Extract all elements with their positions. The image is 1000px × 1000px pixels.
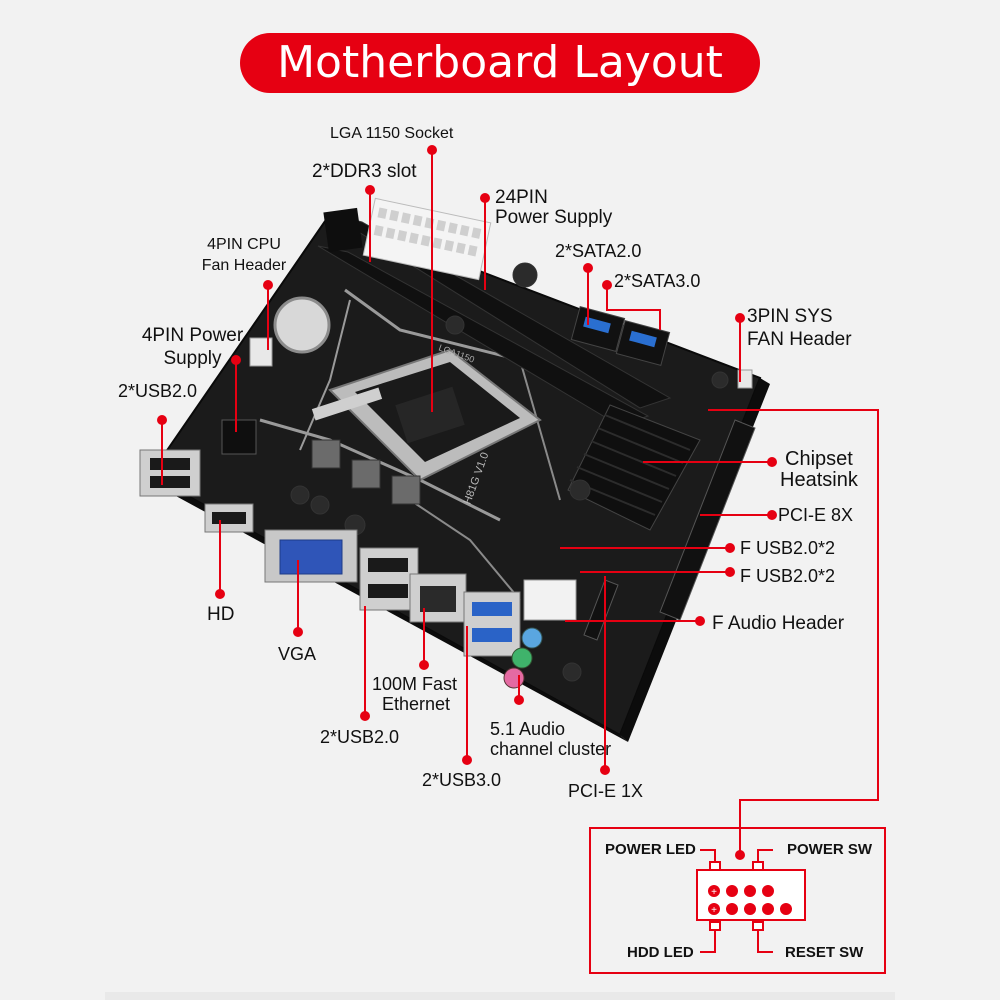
cmos-battery <box>273 296 331 354</box>
label-ethernet-line2: Ethernet <box>382 694 451 714</box>
plus-symbol-top: + <box>711 887 717 898</box>
label-front-usb-2: F USB2.0*2 <box>740 566 836 586</box>
label-hd: HD <box>207 604 235 625</box>
label-4pin-power-line2: Supply <box>163 348 222 369</box>
label-ddr3-slot: 2*DDR3 slot <box>312 161 417 182</box>
cpu-fan-header <box>249 337 273 367</box>
power-4pin-connector <box>221 419 257 455</box>
rear-io <box>139 449 577 689</box>
label-pcie-8x: PCI-E 8X <box>778 505 854 525</box>
label-24pin-line2: Power Supply <box>495 207 613 228</box>
label-audio-line1: 5.1 Audio <box>490 719 566 739</box>
plus-symbol-bottom: + <box>711 905 717 916</box>
sata-ports <box>570 306 671 366</box>
label-cpu-fan-line1: 4PIN CPU <box>207 236 281 253</box>
label-front-usb-1: F USB2.0*2 <box>740 538 836 558</box>
label-usb30: 2*USB3.0 <box>422 770 502 790</box>
label-24pin-line1: 24PIN <box>495 187 548 208</box>
label-sys-fan-line2: FAN Header <box>747 329 852 350</box>
label-reset-sw: RESET SW <box>785 944 864 961</box>
label-4pin-power-line1: 4PIN Power <box>141 325 244 346</box>
board-components <box>290 262 729 682</box>
cpu-socket: H81G V1.0 LGA1150 <box>311 342 542 506</box>
label-front-audio: F Audio Header <box>712 613 845 634</box>
label-vga: VGA <box>278 644 317 664</box>
leader-lines <box>161 150 879 855</box>
sys-fan-header <box>737 369 753 389</box>
label-pcie-1x: PCI-E 1X <box>568 781 644 801</box>
bottom-strip <box>105 992 895 1000</box>
leader-dots <box>157 145 777 860</box>
label-ethernet-line1: 100M Fast <box>372 674 458 694</box>
label-usb20-rear: 2*USB2.0 <box>118 381 198 401</box>
label-power-sw: POWER SW <box>787 841 872 858</box>
page-title: Motherboard Layout <box>240 33 760 93</box>
label-hdd-led: HDD LED <box>627 944 694 961</box>
label-cpu-fan-line2: Fan Header <box>201 257 287 274</box>
label-usb20-bottom: 2*USB2.0 <box>320 727 400 747</box>
label-chipset-line2: Heatsink <box>780 469 858 491</box>
label-sys-fan-line1: 3PIN SYS <box>747 306 833 327</box>
label-sata2: 2*SATA2.0 <box>555 241 642 261</box>
label-power-led: POWER LED <box>605 841 696 858</box>
front-panel-box: + + <box>589 827 886 974</box>
label-lga-socket: LGA 1150 Socket <box>330 125 454 142</box>
chipset-heatsink <box>567 404 701 531</box>
label-chipset-line1: Chipset <box>785 448 853 470</box>
label-audio-line2: channel cluster <box>490 739 612 759</box>
label-sata3: 2*SATA3.0 <box>614 271 701 291</box>
